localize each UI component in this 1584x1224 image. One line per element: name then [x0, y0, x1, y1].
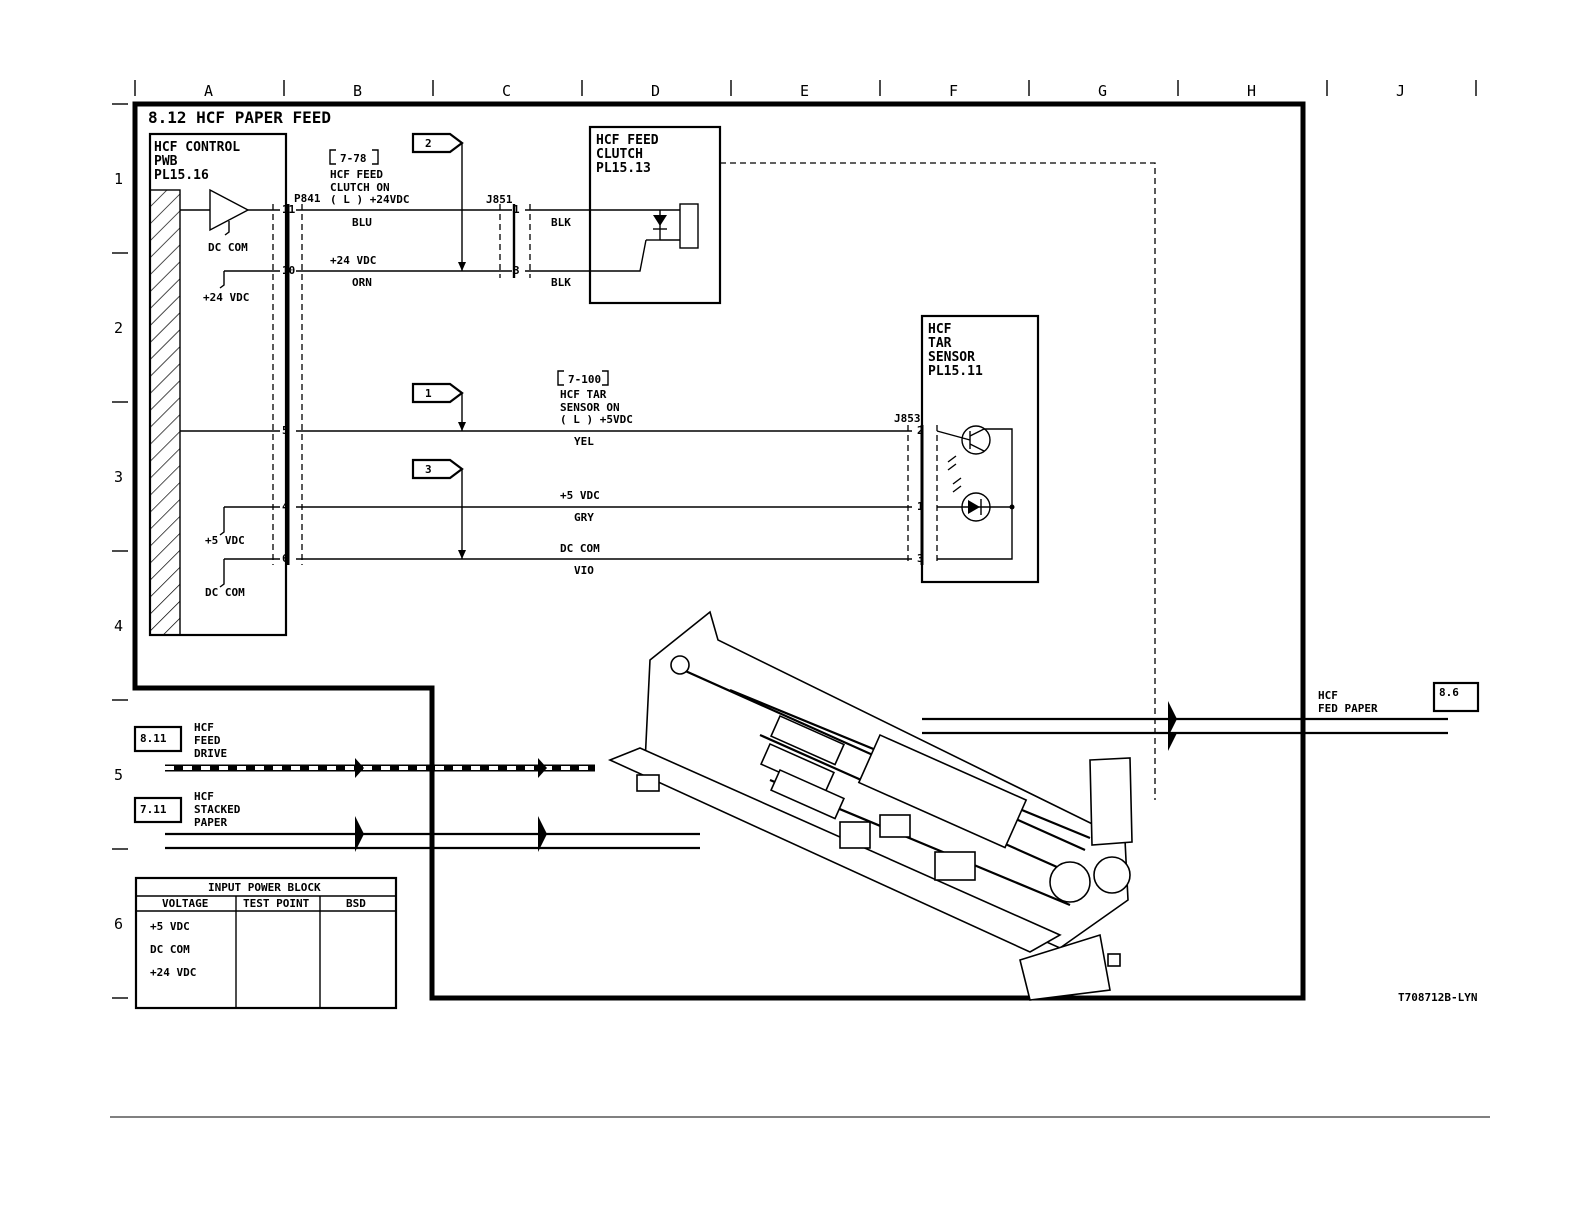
- grid-row-5: 5: [114, 766, 123, 784]
- sensor-circuit: 7-100 HCF TAR SENSOR ON ( L ) +5VDC YEL …: [296, 370, 938, 577]
- svg-text:HCF: HCF: [194, 790, 214, 803]
- clutch-circuit: HCF FEED CLUTCH ON ( L ) +24VDC 7-78 BLU…: [296, 132, 647, 289]
- power-row-24v: +24 VDC: [150, 966, 196, 979]
- svg-text:HCF CONTROL: HCF CONTROL: [154, 140, 240, 155]
- feed-clutch: HCF FEED CLUTCH PL15.13: [588, 125, 1156, 800]
- feed-roll-assembly-illustration: [607, 610, 1133, 1001]
- svg-text:1: 1: [917, 500, 924, 513]
- svg-text:+5 VDC: +5 VDC: [560, 489, 600, 502]
- grid-row-4: 4: [114, 617, 123, 635]
- svg-text:BLK: BLK: [551, 216, 571, 229]
- power-row-dccom: DC COM: [150, 943, 190, 956]
- svg-text:SENSOR: SENSOR: [928, 350, 975, 365]
- svg-text:4: 4: [282, 500, 289, 513]
- svg-text:7-100: 7-100: [568, 373, 601, 386]
- svg-text:HCF: HCF: [928, 322, 952, 337]
- svg-text:PL15.16: PL15.16: [154, 168, 209, 183]
- svg-text:TEST POINT: TEST POINT: [243, 897, 310, 910]
- svg-text:+5 VDC: +5 VDC: [205, 534, 245, 547]
- stacked-paper-path: 7.11 HCF STACKED PAPER: [133, 790, 700, 852]
- svg-text:PL15.13: PL15.13: [596, 161, 651, 176]
- page-title: 8.12 HCF PAPER FEED: [148, 108, 331, 127]
- svg-text:1: 1: [513, 203, 520, 216]
- svg-text:BLK: BLK: [551, 276, 571, 289]
- connector-p841: P841 11 10 5 4 6: [272, 192, 321, 565]
- control-pwb: HCF CONTROL PWB PL15.16 DC COM +24 VDC +…: [148, 132, 288, 637]
- feed-drive-path: 8.11 HCF FEED DRIVE: [133, 721, 595, 778]
- svg-text:+24 VDC: +24 VDC: [330, 254, 376, 267]
- svg-text:VIO: VIO: [574, 564, 594, 577]
- svg-text:HCF: HCF: [1318, 689, 1338, 702]
- svg-text:5: 5: [282, 424, 289, 437]
- svg-text:HCF: HCF: [194, 721, 214, 734]
- grid-frame: A B C D E F G H J 1 2 3 4 5 6: [112, 80, 1477, 999]
- power-block-title: INPUT POWER BLOCK: [208, 881, 321, 894]
- svg-text:PWB: PWB: [154, 154, 178, 169]
- svg-text:CLUTCH: CLUTCH: [596, 147, 643, 162]
- svg-text:SENSOR ON: SENSOR ON: [560, 401, 620, 414]
- svg-text:+24 VDC: +24 VDC: [203, 291, 249, 304]
- flag-2: 2: [425, 137, 432, 150]
- grid-col-a: A: [204, 82, 213, 100]
- svg-text:HCF FEED: HCF FEED: [330, 168, 383, 181]
- grid-col-b: B: [353, 82, 362, 100]
- svg-text:HCF FEED: HCF FEED: [596, 133, 659, 148]
- svg-text:VOLTAGE: VOLTAGE: [162, 897, 208, 910]
- svg-text:8.11: 8.11: [140, 732, 167, 745]
- input-power-block: INPUT POWER BLOCK VOLTAGE TEST POINT BSD…: [134, 876, 398, 1010]
- svg-text:TAR: TAR: [928, 336, 952, 351]
- drawing-id: T708712B-LYN: [1398, 991, 1477, 1004]
- grid-col-f: F: [949, 82, 958, 100]
- svg-text:( L ) +24VDC: ( L ) +24VDC: [330, 193, 409, 206]
- svg-text:YEL: YEL: [574, 435, 594, 448]
- grid-col-g: G: [1098, 82, 1107, 100]
- svg-text:DC COM: DC COM: [208, 241, 248, 254]
- svg-text:DC COM: DC COM: [205, 586, 245, 599]
- diagram-boundary: [132, 101, 1306, 1001]
- svg-text:3: 3: [917, 552, 924, 565]
- svg-text:J853: J853: [894, 412, 921, 425]
- svg-text:HCF TAR: HCF TAR: [560, 388, 607, 401]
- power-row-5v: +5 VDC: [150, 920, 190, 933]
- svg-text:DRIVE: DRIVE: [194, 747, 227, 760]
- grid-col-j: J: [1396, 82, 1405, 100]
- svg-text:P841: P841: [294, 192, 321, 205]
- flag-3: 3: [425, 463, 432, 476]
- grid-row-2: 2: [114, 319, 123, 337]
- tar-sensor: HCF TAR SENSOR PL15.11: [920, 314, 1040, 584]
- svg-text:CLUTCH ON: CLUTCH ON: [330, 181, 390, 194]
- svg-text:FED PAPER: FED PAPER: [1318, 702, 1378, 715]
- flag-1: 1: [425, 387, 432, 400]
- svg-text:PAPER: PAPER: [194, 816, 227, 829]
- grid-col-h: H: [1247, 82, 1256, 100]
- svg-text:( L ) +5VDC: ( L ) +5VDC: [560, 413, 633, 426]
- svg-text:PL15.11: PL15.11: [928, 364, 983, 379]
- svg-text:3: 3: [513, 264, 520, 277]
- fed-paper-path: HCF FED PAPER 8.6: [922, 681, 1480, 751]
- svg-text:7-78: 7-78: [340, 152, 367, 165]
- svg-text:6: 6: [282, 552, 289, 565]
- grid-col-c: C: [502, 82, 511, 100]
- svg-text:FEED: FEED: [194, 734, 221, 747]
- svg-text:BSD: BSD: [346, 897, 366, 910]
- grid-row-1: 1: [114, 170, 123, 188]
- svg-text:DC COM: DC COM: [560, 542, 600, 555]
- svg-text:GRY: GRY: [574, 511, 594, 524]
- svg-text:7.11: 7.11: [140, 803, 167, 816]
- svg-text:2: 2: [917, 424, 924, 437]
- grid-col-e: E: [800, 82, 809, 100]
- grid-row-3: 3: [114, 468, 123, 486]
- grid-col-d: D: [651, 82, 660, 100]
- svg-text:11: 11: [282, 203, 296, 216]
- svg-text:8.6: 8.6: [1439, 686, 1459, 699]
- svg-text:BLU: BLU: [352, 216, 372, 229]
- svg-text:STACKED: STACKED: [194, 803, 241, 816]
- grid-row-6: 6: [114, 915, 123, 933]
- svg-text:10: 10: [282, 264, 295, 277]
- svg-text:ORN: ORN: [352, 276, 372, 289]
- svg-text:J851: J851: [486, 193, 513, 206]
